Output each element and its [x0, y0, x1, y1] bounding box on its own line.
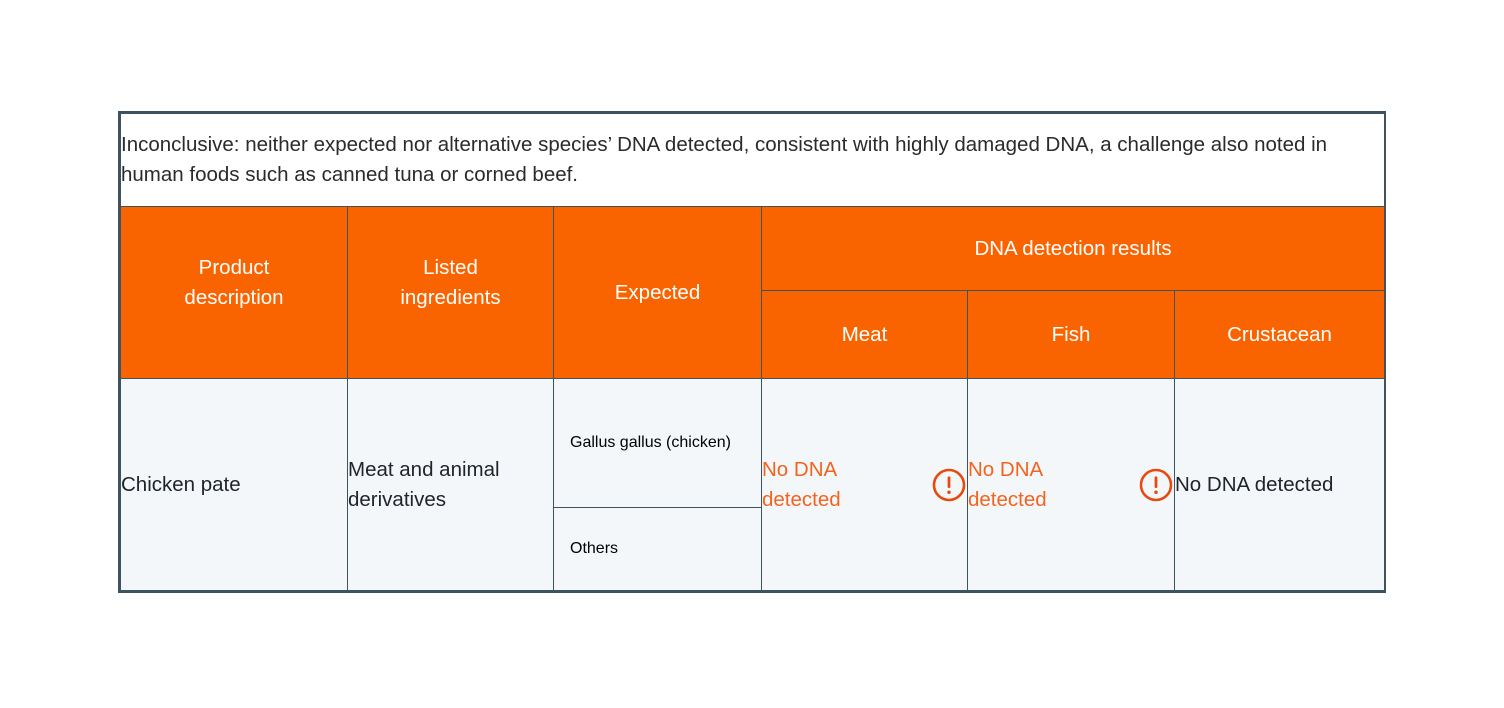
column-header-meat: Meat [761, 290, 968, 379]
column-header-crustacean: Crustacean [1173, 290, 1386, 379]
table-row: Chicken pate Meat and animal derivatives… [120, 378, 1386, 591]
cell-listed-ingredients: Meat and animal derivatives [347, 378, 554, 591]
alert-circle-icon [932, 468, 966, 501]
caption-row: Inconclusive: neither expected nor alter… [119, 113, 1386, 207]
dna-results-table: Inconclusive: neither expected nor alter… [118, 111, 1386, 593]
expected-species-primary: Gallus gallus (chicken) [554, 379, 761, 508]
listed-ingredients-line-1: Listed [423, 256, 478, 280]
results-table: Inconclusive: neither expected nor alter… [119, 113, 1386, 591]
result-crustacean-text: No DNA detected [1175, 472, 1334, 496]
expected-species-others: Others [570, 540, 619, 557]
column-header-fish: Fish [967, 290, 1175, 379]
column-header-listed-ingredients: Listed ingredients [347, 206, 554, 379]
table-caption: Inconclusive: neither expected nor alter… [119, 113, 1386, 207]
column-group-header-dna-detection-results: DNA detection results [760, 206, 1386, 291]
column-header-product-description: Product description [120, 206, 348, 379]
listed-ingredients-line-2: ingredients [400, 285, 501, 309]
result-fish-text: No DNA detected [968, 458, 1047, 511]
header-row-secondary: Meat Fish Crustacean [121, 290, 1386, 379]
cell-result-crustacean: No DNA detected [1173, 378, 1386, 591]
column-header-expected: Expected [553, 206, 762, 379]
cell-result-fish: No DNA detected [967, 378, 1175, 591]
cell-expected: Gallus gallus (chicken) Others [553, 378, 762, 591]
result-meat-text: No DNA detected [762, 458, 841, 511]
alert-circle-icon [1139, 468, 1173, 501]
product-description-line-1: Product [198, 256, 270, 280]
product-description-line-2: description [184, 285, 284, 309]
cell-product-description: Chicken pate [120, 378, 348, 591]
cell-result-meat: No DNA detected [761, 378, 968, 591]
header-row-primary: Product description Listed ingredients E… [120, 206, 1386, 379]
